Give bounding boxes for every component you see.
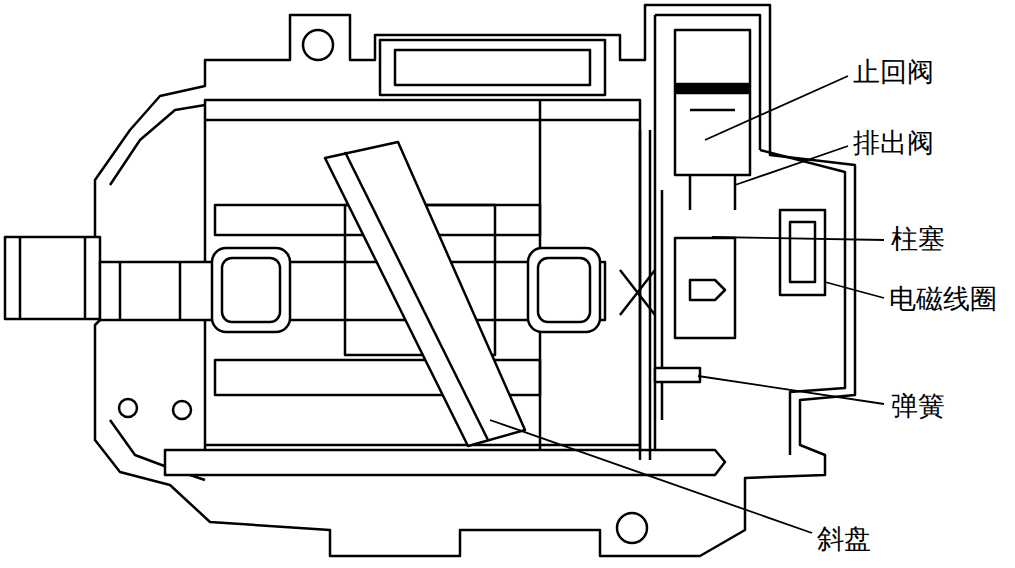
electromagnetic-coil — [780, 210, 825, 295]
drawing-line — [20, 237, 85, 319]
drawing-line — [119, 399, 137, 417]
spring — [655, 368, 700, 382]
drawing-line — [528, 248, 600, 332]
swash-plate — [325, 142, 525, 446]
shaft — [5, 237, 605, 320]
part-label: 柱塞 — [890, 224, 946, 254]
drawing-line — [395, 50, 590, 85]
drawing-line — [675, 30, 750, 175]
drawing-line — [303, 30, 333, 60]
drawing-line — [705, 76, 848, 140]
drawing-line — [205, 100, 640, 465]
drawing-line — [205, 100, 640, 465]
drawing-line — [538, 258, 590, 322]
drawing-line — [655, 368, 700, 382]
drawing-line — [790, 222, 815, 282]
drawing-line — [640, 130, 662, 460]
part-label: 止回阀 — [852, 57, 935, 87]
leader-lines — [490, 76, 884, 533]
drawing-line — [617, 513, 647, 543]
valve-plate — [640, 130, 662, 460]
drawing-line — [690, 280, 725, 300]
drawing-line — [735, 146, 848, 185]
drawing-line — [325, 142, 525, 446]
part-label: 弹簧 — [890, 391, 946, 421]
drawing-line — [698, 376, 884, 404]
drawing-line — [490, 420, 812, 533]
drawing-line — [675, 238, 735, 338]
drawing-line — [712, 237, 884, 240]
cylinder-block — [205, 40, 640, 465]
drawing-line — [380, 40, 605, 95]
drawing-line — [345, 152, 488, 440]
drawing-line — [222, 258, 280, 322]
drawing-line — [620, 270, 655, 315]
drawing-line — [95, 5, 855, 556]
housing — [95, 5, 855, 556]
drawing-line — [690, 110, 735, 210]
drawing-line — [173, 401, 191, 419]
part-label: 电磁线圈 — [888, 284, 998, 314]
drawing-line — [780, 210, 825, 295]
drawing-line — [825, 282, 884, 298]
drawing-line — [120, 262, 180, 320]
plunger — [620, 238, 735, 338]
drawing-line — [655, 15, 845, 470]
drawing-line — [212, 248, 290, 332]
part-label: 排出阀 — [852, 128, 935, 158]
drawing-line — [677, 84, 748, 93]
part-label: 斜盘 — [816, 524, 872, 554]
drawing-line — [5, 237, 100, 319]
